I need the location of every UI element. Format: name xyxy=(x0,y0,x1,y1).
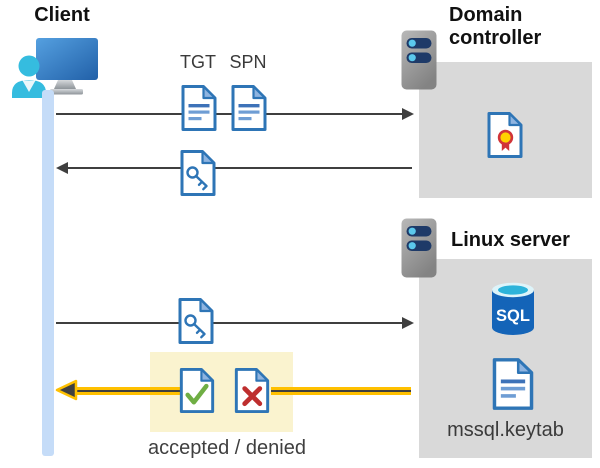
domain-controller-server-icon xyxy=(401,30,437,90)
arrow-client-to-linux-line xyxy=(56,322,403,324)
monitor-base-icon xyxy=(50,89,83,95)
keytab-document-icon xyxy=(492,358,534,410)
sql-label: SQL xyxy=(496,307,530,325)
certificate-document-icon xyxy=(487,112,523,158)
monitor-screen-icon xyxy=(36,38,98,80)
linux-server-icon xyxy=(401,218,437,278)
denied-document-icon xyxy=(234,367,270,414)
client-title: Client xyxy=(34,4,90,26)
spn-document-icon xyxy=(231,85,267,131)
arrow-dc-to-client-line xyxy=(68,167,412,169)
arrow-dc-to-client-head-icon xyxy=(56,162,68,174)
arrow-linux-to-client-shaft-right xyxy=(271,387,411,395)
tgt-label: TGT xyxy=(180,52,216,72)
client-icon xyxy=(12,38,98,98)
person-head-icon xyxy=(18,55,40,77)
domain-controller-title: Domain controller xyxy=(449,4,542,50)
tgt-document-icon xyxy=(181,85,217,131)
monitor-stand-icon xyxy=(54,80,76,89)
person-collar-icon xyxy=(22,80,36,92)
spn-label: SPN xyxy=(229,52,267,72)
arrow-linux-to-client-head-icon xyxy=(55,379,78,401)
keytab-label: mssql.keytab xyxy=(447,419,564,441)
ticket-key-document-icon xyxy=(178,298,214,344)
arrow-client-to-dc-head-icon xyxy=(402,108,414,120)
arrow-client-to-dc-line xyxy=(56,113,403,115)
arrow-linux-to-client-shaft-left xyxy=(76,387,180,395)
linux-server-title: Linux server xyxy=(451,229,570,251)
accepted-document-icon xyxy=(179,367,215,414)
sql-database-icon: SQL xyxy=(492,282,534,335)
ticket-key-document-icon xyxy=(180,150,216,196)
client-lifeline xyxy=(42,90,54,456)
result-label: accepted / denied xyxy=(148,437,306,459)
arrow-client-to-linux-head-icon xyxy=(402,317,414,329)
